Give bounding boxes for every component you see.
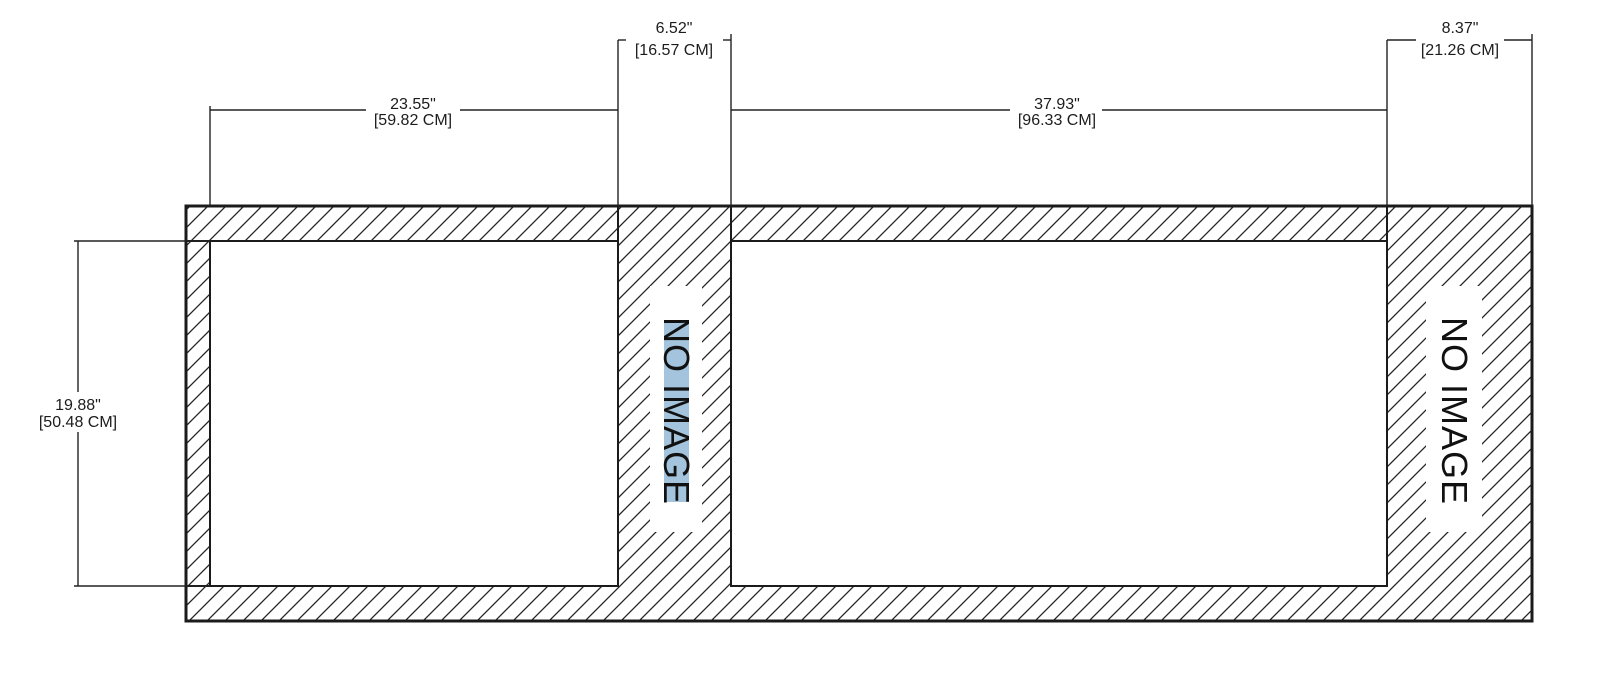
text-selection-highlight [664, 320, 689, 502]
right-panel-label: NO IMAGE [1434, 317, 1475, 505]
dim-label-in: 6.52" [656, 20, 693, 37]
right-opening-outline [730, 240, 1388, 587]
dim-label-cm: [16.57 CM] [635, 42, 713, 59]
dim-label-in: 23.55" [390, 96, 436, 113]
dim-label-in: 19.88" [55, 397, 101, 414]
dim-label-cm: [21.26 CM] [1421, 42, 1499, 59]
right-no-image-text[interactable]: NO IMAGE [1434, 317, 1475, 505]
right-label-band [1426, 286, 1482, 532]
middle-no-image-text[interactable]: NO IMAGE [656, 317, 697, 505]
dim-label-cm: [96.33 CM] [1018, 112, 1096, 129]
right-opening [731, 241, 1387, 586]
dim-right-opening-width: 37.93" [96.33 CM] [731, 40, 1388, 206]
left-opening [210, 241, 618, 586]
dim-label-cm: [59.82 CM] [374, 112, 452, 129]
dim-label-in: 37.93" [1034, 96, 1080, 113]
dim-label-in: 8.37" [1442, 20, 1479, 37]
dim-left-opening-width: 23.55" [59.82 CM] [209, 40, 619, 206]
left-opening-outline [209, 240, 619, 587]
display-frame [184, 204, 1534, 623]
dim-opening-height: 19.88" [50.48 CM] [39, 240, 210, 587]
frame-outline [184, 204, 1534, 623]
dim-right-panel-width: 8.37" [21.26 CM] [1387, 20, 1533, 206]
dim-left-separator-width: 6.52" [16.57 CM] [618, 20, 732, 206]
middle-panel-label: NO IMAGE [656, 317, 697, 505]
dim-label-cm: [50.48 CM] [39, 414, 117, 431]
